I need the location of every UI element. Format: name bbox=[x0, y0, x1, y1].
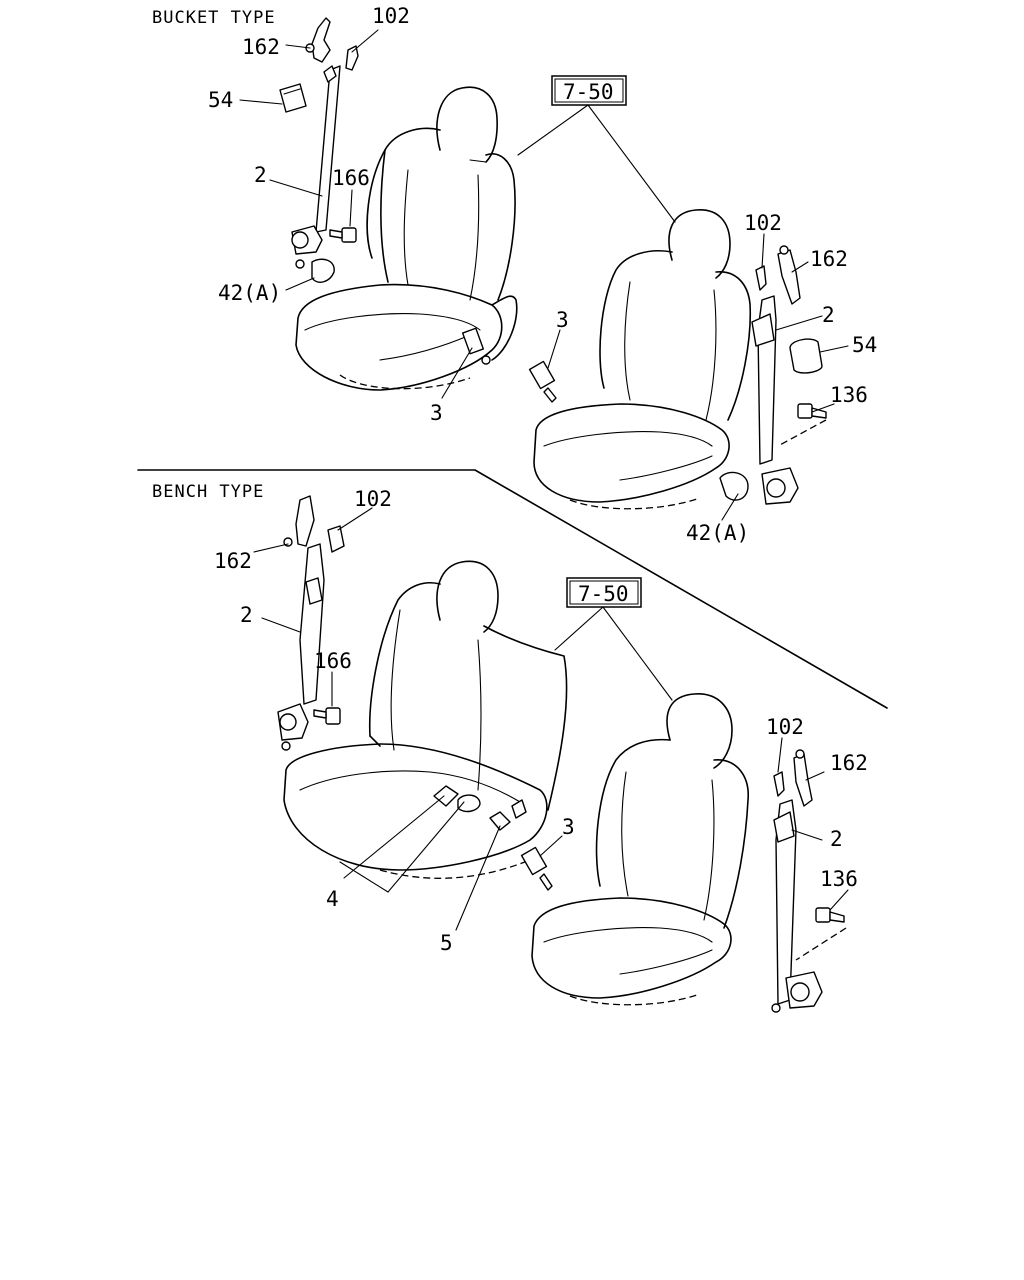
label-102: 102 bbox=[372, 4, 410, 28]
bench-passenger-seat bbox=[531, 693, 749, 1006]
label-bench-2-right: 2 bbox=[830, 827, 843, 851]
bucket-cover-54-left[interactable] bbox=[279, 83, 307, 113]
label-102-right: 102 bbox=[744, 211, 782, 235]
label-bench-2: 2 bbox=[240, 603, 253, 627]
bucket-bolt-136[interactable] bbox=[797, 403, 827, 419]
label-bench-102-right: 102 bbox=[766, 715, 804, 739]
label-3-right: 3 bbox=[556, 308, 569, 332]
ref-label-bottom: 7-50 bbox=[578, 582, 629, 606]
ref-leader-bottom bbox=[554, 606, 673, 701]
label-54: 54 bbox=[208, 88, 233, 112]
bucket-guide-42a-right[interactable] bbox=[719, 471, 749, 501]
bench-buckle-3[interactable] bbox=[520, 846, 553, 891]
label-bench-3: 3 bbox=[562, 815, 575, 839]
label-2: 2 bbox=[254, 163, 267, 187]
section-title-bucket: BUCKET TYPE bbox=[152, 8, 276, 28]
bucket-cover-54-right[interactable] bbox=[789, 338, 823, 374]
bucket-seatbelt-right[interactable] bbox=[751, 245, 801, 505]
label-162-right: 162 bbox=[810, 247, 848, 271]
ref-box-top[interactable]: 7-50 bbox=[551, 75, 627, 106]
label-166: 166 bbox=[332, 166, 370, 190]
bucket-guide-42a-left[interactable] bbox=[311, 258, 335, 283]
bench-bolt-166[interactable] bbox=[313, 707, 341, 725]
label-bench-136: 136 bbox=[820, 867, 858, 891]
label-bench-162: 162 bbox=[214, 549, 252, 573]
label-bench-166: 166 bbox=[314, 649, 352, 673]
bucket-bolt-166[interactable] bbox=[329, 227, 357, 243]
section-divider bbox=[137, 469, 888, 709]
label-42a-right: 42(A) bbox=[686, 521, 749, 545]
label-bench-162-right: 162 bbox=[830, 751, 868, 775]
bench-buckle-4[interactable] bbox=[433, 785, 481, 813]
bucket-buckle-left[interactable] bbox=[461, 327, 491, 365]
bucket-buckle-right[interactable] bbox=[528, 360, 557, 403]
label-2-right: 2 bbox=[822, 303, 835, 327]
label-136: 136 bbox=[830, 383, 868, 407]
label-42a: 42(A) bbox=[218, 281, 281, 305]
bucket-seat-passenger bbox=[533, 209, 752, 510]
bucket-seatbelt-left[interactable] bbox=[291, 17, 359, 269]
label-54-right: 54 bbox=[852, 333, 877, 357]
bench-seat bbox=[283, 560, 568, 879]
ref-box-bottom[interactable]: 7-50 bbox=[566, 577, 642, 608]
label-3-left: 3 bbox=[430, 401, 443, 425]
section-title-bench: BENCH TYPE bbox=[152, 482, 264, 502]
ref-label-top: 7-50 bbox=[563, 80, 614, 104]
label-162: 162 bbox=[242, 35, 280, 59]
bench-buckle-5[interactable] bbox=[489, 799, 527, 831]
bench-seatbelt-right[interactable] bbox=[771, 749, 823, 1013]
label-bench-102: 102 bbox=[354, 487, 392, 511]
bucket-seat-driver bbox=[295, 86, 518, 391]
label-bench-5: 5 bbox=[440, 931, 453, 955]
label-bench-4: 4 bbox=[326, 887, 339, 911]
bench-bolt-136[interactable] bbox=[815, 907, 845, 923]
ref-leader-top bbox=[517, 104, 676, 223]
bench-seatbelt-left[interactable] bbox=[277, 495, 345, 751]
